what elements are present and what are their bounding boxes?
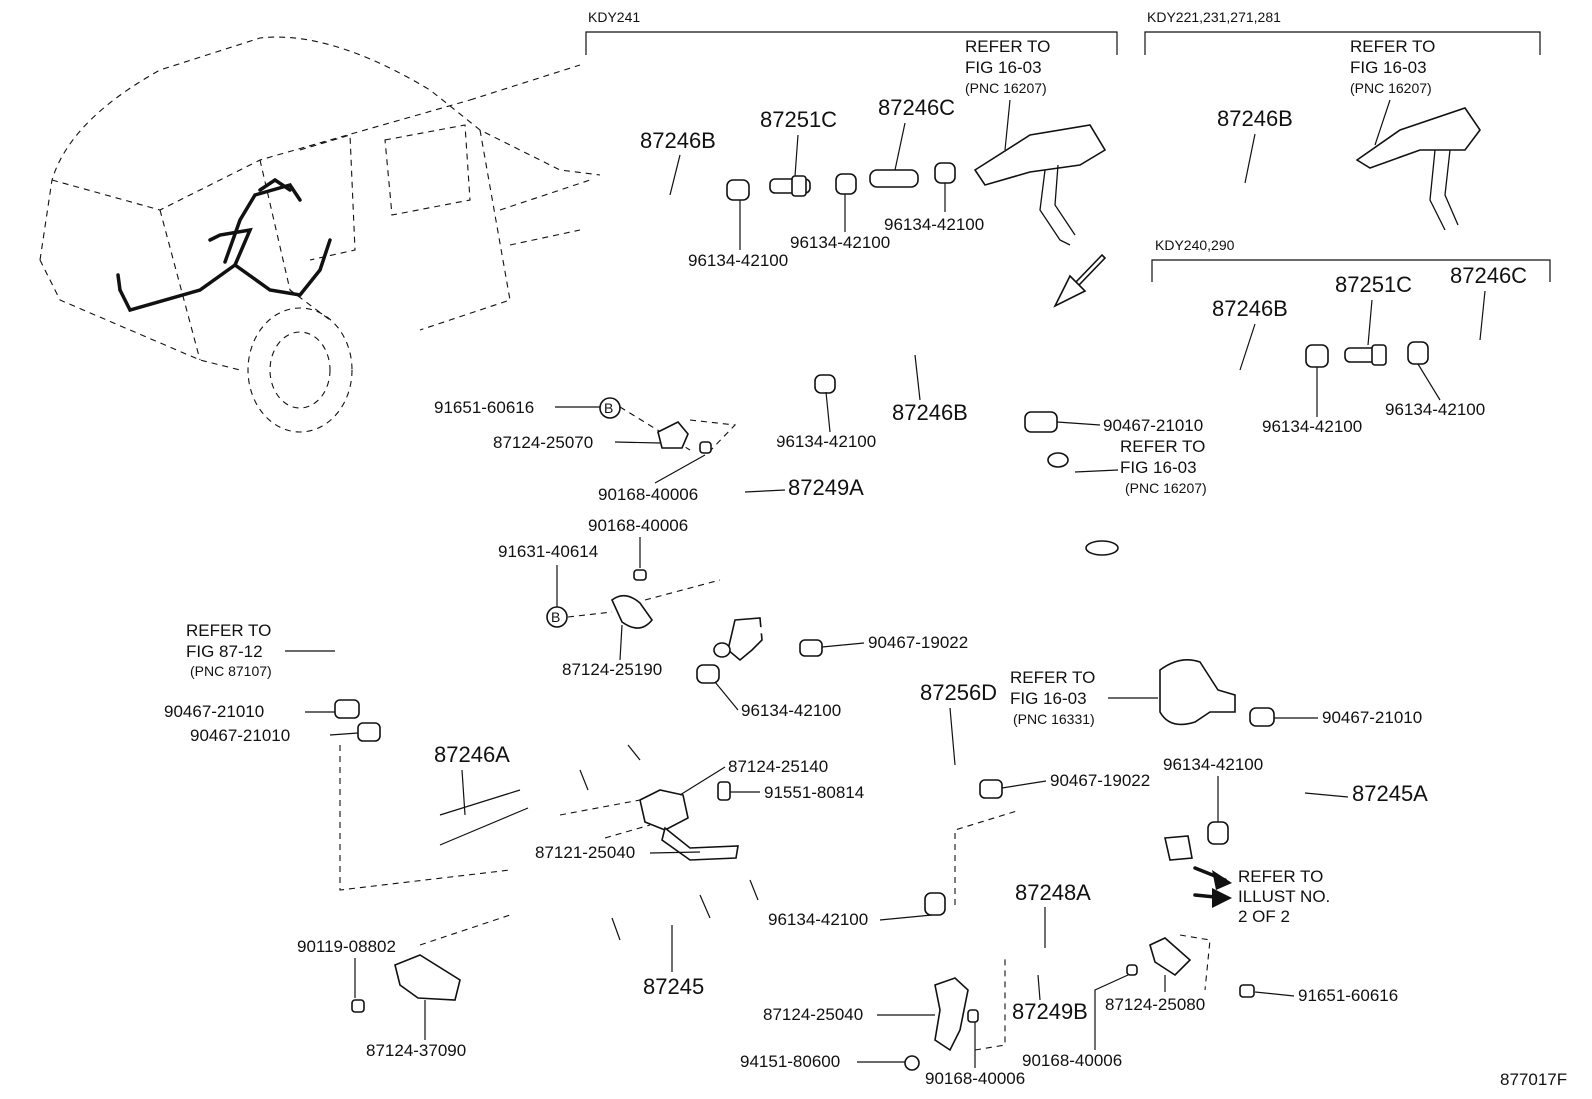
ref-fig1603-b-line3: (PNC 16207) [1350, 80, 1432, 96]
label-96134-42100-m3: 96134-42100 [1163, 755, 1263, 774]
label-87256D: 87256D [920, 680, 997, 705]
ref-fig1603-a-line2: FIG 16-03 [965, 58, 1042, 77]
label-96134-42100-k2: 96134-42100 [790, 233, 890, 252]
ref-fig1603-d-line3: (PNC 16331) [1013, 711, 1095, 727]
label-87246C-kdy240: 87246C [1450, 263, 1527, 288]
label-87249B: 87249B [1012, 999, 1088, 1024]
label-96134-42100-m4: 96134-42100 [768, 910, 868, 929]
ref-fig8712-line2: FIG 87-12 [186, 642, 263, 661]
label-91651-60616-a: 91651-60616 [434, 398, 534, 417]
label-87246B-kdy241: 87246B [640, 128, 716, 153]
label-90467-19022-b: 90467-19022 [1050, 771, 1150, 790]
label-96134-42100-k3: 96134-42100 [884, 215, 984, 234]
ref-fig1603-c-line3: (PNC 16207) [1125, 480, 1207, 496]
label-87246B-kdy221: 87246B [1217, 106, 1293, 131]
label-90467-21010-a: 90467-21010 [1103, 416, 1203, 435]
label-90168-40006-b: 90168-40006 [588, 516, 688, 535]
label-87246B-kdy240: 87246B [1212, 296, 1288, 321]
ref-fig1603-a-line3: (PNC 16207) [965, 80, 1047, 96]
ref-fig1603-c-line1: REFER TO [1120, 437, 1205, 456]
group-label-kdy241: KDY241 [588, 9, 640, 25]
label-90467-21010-b: 90467-21010 [164, 702, 264, 721]
label-91631-40614: 91631-40614 [498, 542, 598, 561]
label-87124-25040: 87124-25040 [763, 1005, 863, 1024]
kdy221-parts: 87246B REFER TO FIG 16-03 (PNC 16207) [1178, 37, 1481, 231]
figure-id: 877017F [1500, 1070, 1567, 1089]
group-kdy240: KDY240,290 [1151, 237, 1551, 282]
ref-illust-line1: REFER TO [1238, 867, 1323, 886]
label-87246C-kdy241: 87246C [878, 95, 955, 120]
label-87124-25140: 87124-25140 [728, 757, 828, 776]
marker-b-top: B [604, 400, 613, 416]
ref-illust-line2: ILLUST NO. [1238, 887, 1330, 906]
ref-fig1603-b-line1: REFER TO [1350, 37, 1435, 56]
group-kdy221: KDY221,231,271,281 [1144, 9, 1541, 55]
label-91651-60616-b: 91651-60616 [1298, 986, 1398, 1005]
ref-fig1603-a-line1: REFER TO [965, 37, 1050, 56]
group-label-kdy240: KDY240,290 [1155, 237, 1235, 253]
label-87248A: 87248A [1015, 880, 1091, 905]
label-87251C-kdy240: 87251C [1335, 272, 1412, 297]
group-kdy241: KDY241 [585, 9, 1118, 55]
label-96134-42100-m2: 96134-42100 [741, 701, 841, 720]
label-94151-80600: 94151-80600 [740, 1052, 840, 1071]
label-87249A: 87249A [788, 475, 864, 500]
label-87246A: 87246A [434, 742, 510, 767]
label-87246B-main: 87246B [892, 400, 968, 425]
main-hose-assembly: 87246B 96134-42100 90467-21010 REFER TO … [164, 325, 1428, 1088]
label-90467-21010-c: 90467-21010 [190, 726, 290, 745]
label-87251C-kdy241: 87251C [760, 107, 837, 132]
label-96134-42100-m1: 96134-42100 [776, 432, 876, 451]
label-87121-25040: 87121-25040 [535, 843, 635, 862]
label-90467-19022-a: 90467-19022 [868, 633, 968, 652]
label-87124-25080: 87124-25080 [1105, 995, 1205, 1014]
ref-fig1603-d-line2: FIG 16-03 [1010, 689, 1087, 708]
label-90467-21010-d: 90467-21010 [1322, 708, 1422, 727]
ref-fig1603-d-line1: REFER TO [1010, 668, 1095, 687]
kdy240-parts: 87246B 87251C 87246C 96134-42100 96134-4… [1173, 263, 1545, 436]
marker-b-bottom: B [551, 609, 560, 625]
label-87245A: 87245A [1352, 781, 1428, 806]
label-90168-40006-a: 90168-40006 [598, 485, 698, 504]
label-96134-42100-c2: 96134-42100 [1385, 400, 1485, 419]
pointer-arrow-icon [1053, 253, 1107, 308]
label-90119-08802: 90119-08802 [297, 937, 396, 956]
label-87124-25070: 87124-25070 [493, 433, 593, 452]
ref-fig1603-c-line2: FIG 16-03 [1120, 458, 1197, 477]
group-label-kdy221: KDY221,231,271,281 [1147, 9, 1281, 25]
label-87245: 87245 [643, 974, 704, 999]
label-96134-42100-k1: 96134-42100 [688, 251, 788, 270]
kdy241-parts: 87246B 87251C 87246C 96134-42100 96134-4… [603, 37, 1107, 270]
label-91551-80814: 91551-80814 [764, 783, 864, 802]
label-90168-40006-d: 90168-40006 [1022, 1051, 1122, 1070]
ref-illust-line3: 2 OF 2 [1238, 907, 1290, 926]
label-87124-25190: 87124-25190 [562, 660, 662, 679]
ref-fig1603-b-line2: FIG 16-03 [1350, 58, 1427, 77]
ref-fig8712-line3: (PNC 87107) [190, 663, 272, 679]
label-87124-37090: 87124-37090 [366, 1041, 466, 1060]
vehicle-illustration [39, 36, 601, 433]
ref-fig8712-line1: REFER TO [186, 621, 271, 640]
label-96134-42100-c1: 96134-42100 [1262, 417, 1362, 436]
label-90168-40006-c: 90168-40006 [925, 1069, 1025, 1088]
